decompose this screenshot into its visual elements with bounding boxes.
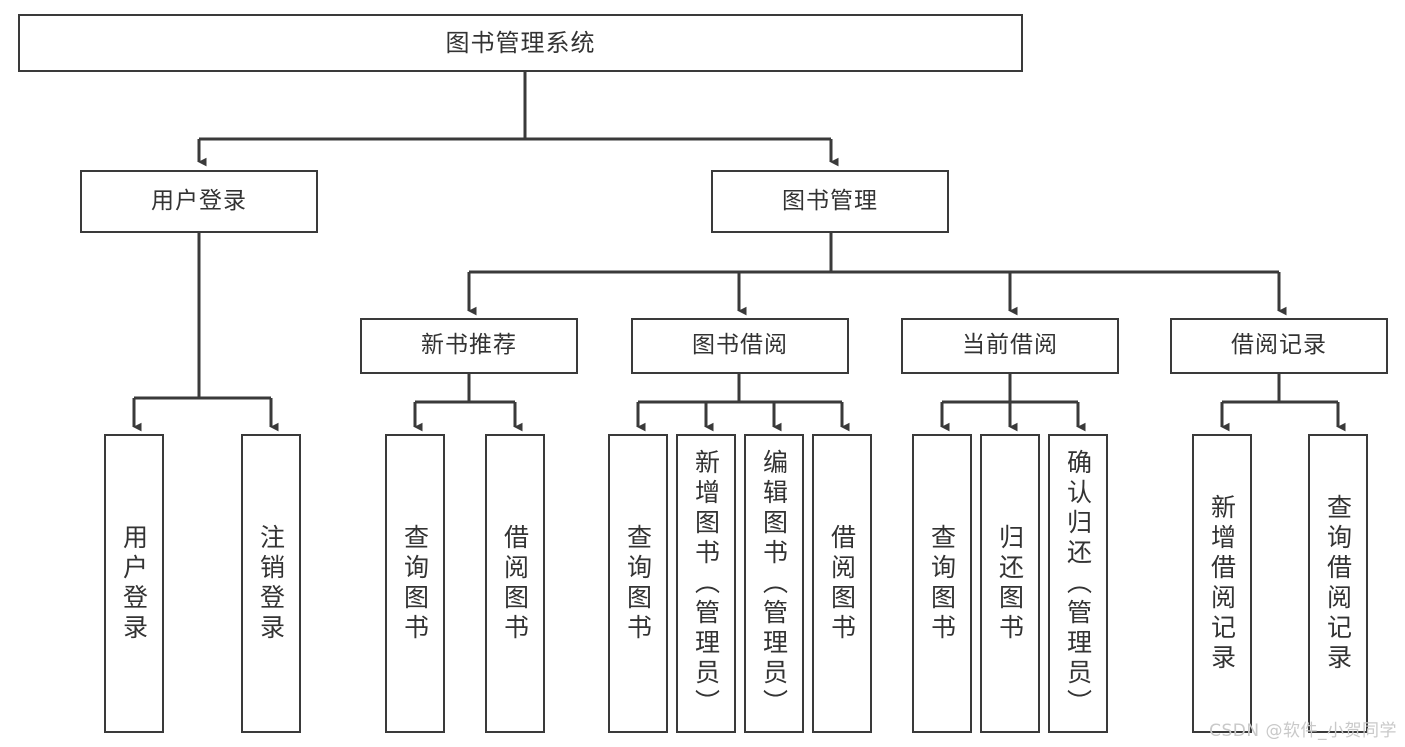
leaf-current-borrow-return-book[interactable]: 归还图书	[980, 434, 1040, 733]
node-book-borrow[interactable]: 图书借阅	[631, 318, 849, 374]
leaf-user-login-logout[interactable]: 注销登录	[241, 434, 301, 733]
node-label: 图书借阅	[692, 332, 788, 359]
node-label: 借阅记录	[1231, 332, 1327, 359]
node-label: 图书管理系统	[445, 28, 596, 57]
node-label: 新增借阅记录	[1207, 493, 1237, 674]
node-label: 查询图书	[927, 523, 957, 644]
leaf-borrow-record-query-record[interactable]: 查询借阅记录	[1308, 434, 1368, 733]
node-root-book-management-system[interactable]: 图书管理系统	[18, 14, 1023, 72]
node-label: 新增图书（管理员）	[691, 448, 721, 719]
node-label: 查询借阅记录	[1323, 493, 1353, 674]
node-label: 用户登录	[151, 187, 247, 214]
node-borrow-record[interactable]: 借阅记录	[1170, 318, 1388, 374]
node-label: 借阅图书	[500, 523, 530, 644]
node-user-login[interactable]: 用户登录	[80, 170, 318, 233]
node-label: 用户登录	[119, 523, 149, 644]
leaf-book-borrow-borrow-book[interactable]: 借阅图书	[812, 434, 872, 733]
leaf-book-borrow-add-book-admin[interactable]: 新增图书（管理员）	[676, 434, 736, 733]
leaf-new-book-borrow-book[interactable]: 借阅图书	[485, 434, 545, 733]
node-label: 编辑图书（管理员）	[759, 448, 789, 719]
node-label: 新书推荐	[421, 332, 517, 359]
leaf-current-borrow-query-book[interactable]: 查询图书	[912, 434, 972, 733]
leaf-book-borrow-query-book[interactable]: 查询图书	[608, 434, 668, 733]
node-label: 查询图书	[623, 523, 653, 644]
leaf-user-login-login[interactable]: 用户登录	[104, 434, 164, 733]
node-label: 当前借阅	[962, 332, 1058, 359]
node-label: 图书管理	[782, 187, 878, 214]
node-label: 注销登录	[256, 523, 286, 644]
node-new-book-recommend[interactable]: 新书推荐	[360, 318, 578, 374]
leaf-borrow-record-add-record[interactable]: 新增借阅记录	[1192, 434, 1252, 733]
node-current-borrow[interactable]: 当前借阅	[901, 318, 1119, 374]
node-label: 确认归还（管理员）	[1063, 448, 1093, 719]
leaf-current-borrow-confirm-return-admin[interactable]: 确认归还（管理员）	[1048, 434, 1108, 733]
node-book-management[interactable]: 图书管理	[711, 170, 949, 233]
watermark-text: CSDN @软件_小贺同学	[1209, 721, 1397, 741]
node-label: 借阅图书	[827, 523, 857, 644]
leaf-book-borrow-edit-book-admin[interactable]: 编辑图书（管理员）	[744, 434, 804, 733]
node-label: 归还图书	[995, 523, 1025, 644]
node-label: 查询图书	[400, 523, 430, 644]
leaf-new-book-query-book[interactable]: 查询图书	[385, 434, 445, 733]
